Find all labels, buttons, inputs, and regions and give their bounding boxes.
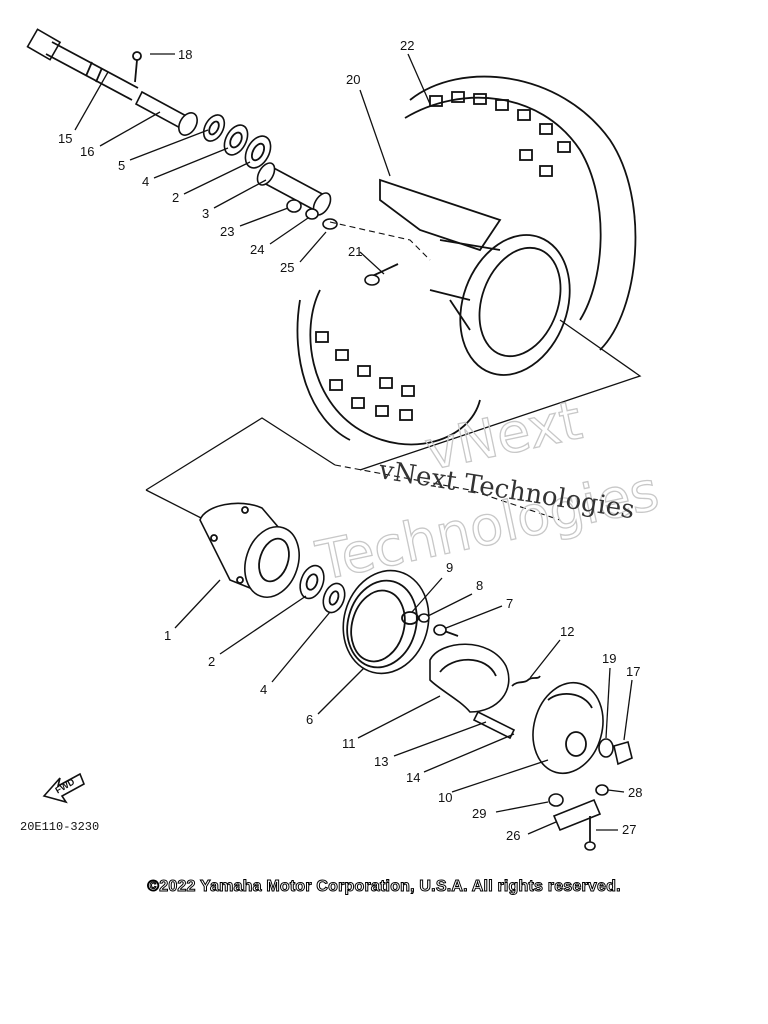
collar-part-3: [256, 162, 332, 216]
label-9: 9: [446, 560, 453, 575]
small-parts-23-24-25: [286, 199, 338, 230]
part-labels: 18 15 16 5 4 2 3 23 24 25 21 20 22 1 2 4…: [58, 38, 642, 843]
spacer-part-16: [134, 90, 198, 136]
label-22: 22: [400, 38, 414, 53]
brake-panel-part-10: [532, 681, 604, 775]
label-19: 19: [602, 651, 616, 666]
label-23: 23: [220, 224, 234, 239]
label-24: 24: [250, 242, 264, 257]
hub-part-1: [199, 502, 300, 598]
bearing-part-4-bottom: [322, 582, 346, 614]
label-1: 1: [164, 628, 171, 643]
label-20: 20: [346, 72, 360, 87]
bearing-part-2-bottom: [299, 564, 325, 600]
label-8: 8: [476, 578, 483, 593]
brake-drum-part-6: [342, 569, 430, 675]
label-12: 12: [560, 624, 574, 639]
label-27: 27: [622, 822, 636, 837]
tube-part-20: [379, 178, 502, 252]
label-11: 11: [342, 736, 356, 751]
rim-part: [429, 234, 571, 376]
nut-part-17-washer-19: [598, 738, 633, 766]
bearing-part-2-top: [244, 135, 272, 169]
label-21: 21: [348, 244, 362, 259]
brake-shoe-part-11: [429, 643, 510, 713]
label-14: 14: [406, 770, 420, 785]
label-18: 18: [178, 47, 192, 62]
label-5: 5: [118, 158, 125, 173]
label-4-bottom: 4: [260, 682, 267, 697]
label-6: 6: [306, 712, 313, 727]
cotter-pin-part-18: [132, 51, 142, 83]
leader-lines: [74, 53, 633, 835]
diagram-code: 20E110-3230: [20, 820, 99, 834]
tread-blocks: [315, 91, 571, 421]
label-10: 10: [438, 790, 452, 805]
label-29: 29: [472, 806, 486, 821]
cam-part-13: [472, 710, 516, 740]
label-2-top: 2: [172, 190, 179, 205]
label-26: 26: [506, 828, 520, 843]
label-25: 25: [280, 260, 294, 275]
bearing-part-4-top: [223, 124, 249, 156]
spring-part-12: [511, 675, 541, 687]
tire-part-22: [296, 75, 637, 446]
label-13: 13: [374, 754, 388, 769]
bolt-parts-7-8: [418, 613, 459, 637]
label-15: 15: [58, 131, 72, 146]
label-28: 28: [628, 785, 642, 800]
axle-part-15: [26, 28, 139, 101]
copyright-notice: ©2022 Yamaha Motor Corporation, U.S.A. A…: [147, 878, 621, 896]
label-17: 17: [626, 664, 640, 679]
fwd-arrow-icon: FWD: [42, 772, 86, 804]
label-7: 7: [506, 596, 513, 611]
lever-parts-26-27-28-29: [548, 784, 609, 851]
label-16: 16: [80, 144, 94, 159]
label-4-top: 4: [142, 174, 149, 189]
label-2-bottom: 2: [208, 654, 215, 669]
watermark: vNext Technologies vNext Technologies: [310, 388, 665, 594]
valve-part-21: [364, 263, 399, 286]
seal-part-5: [202, 114, 226, 142]
label-3: 3: [202, 206, 209, 221]
